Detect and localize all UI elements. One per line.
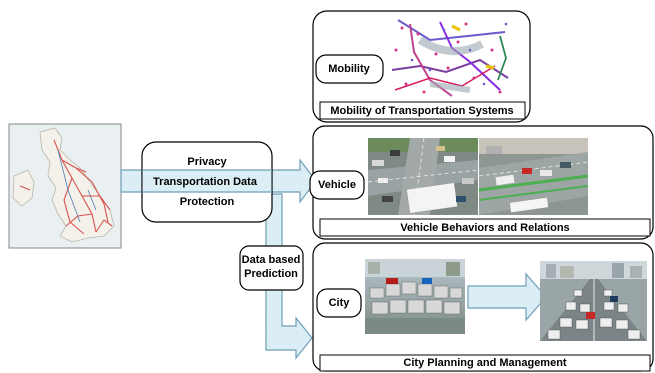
vehicle-tag: Vehicle — [318, 179, 356, 191]
prediction-box — [239, 245, 304, 291]
privacy-label: Privacy — [187, 156, 227, 168]
highway-traffic-image — [478, 138, 589, 215]
city-caption: City Planning and Management — [403, 357, 567, 369]
vehicle-tag-box — [309, 170, 365, 200]
vehicle-caption: Vehicle Behaviors and Relations — [400, 222, 570, 234]
vehicle-caption-box — [319, 218, 651, 237]
intersection-traffic-image — [367, 137, 479, 216]
congested-flooded-road-image — [365, 259, 465, 334]
city-transition-arrow — [467, 272, 547, 322]
city-tag-box — [316, 288, 362, 318]
managed-highway-image — [540, 261, 647, 341]
uk-road-map-image — [8, 123, 122, 249]
prediction-line1: Data based — [241, 254, 301, 266]
city-tag: City — [328, 297, 350, 309]
mobility-caption-box — [319, 101, 526, 120]
mobility-caption: Mobility of Transportation Systems — [330, 105, 514, 117]
mobility-tag: Mobility — [328, 63, 370, 75]
prediction-line2: Prediction — [244, 268, 298, 280]
protection-label: Protection — [179, 196, 235, 208]
city-caption-box — [319, 354, 651, 372]
transportation-data-label: Transportation Data — [153, 176, 257, 188]
mobility-network-image — [388, 15, 511, 99]
mobility-tag-box — [315, 54, 384, 84]
